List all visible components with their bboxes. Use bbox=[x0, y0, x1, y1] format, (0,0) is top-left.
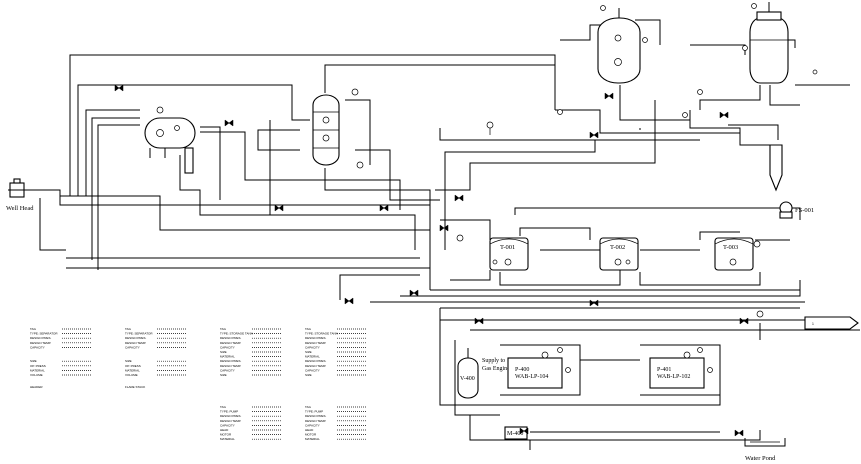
spec-line: OP. PRESS bbox=[125, 364, 141, 368]
vertical-column bbox=[312, 88, 364, 169]
spec-line: VOLUME bbox=[125, 373, 138, 377]
spec-line: HEAD bbox=[220, 428, 229, 432]
spec-line: DESIGN PRES. bbox=[305, 336, 327, 340]
v400-label: V-400 bbox=[460, 376, 475, 382]
pump-skid-p400: P-400 WAB-LP-104 bbox=[507, 347, 571, 389]
spec-line: SIZE bbox=[30, 359, 37, 363]
piping bbox=[20, 19, 860, 450]
upper-vessel-1 bbox=[597, 5, 648, 84]
spec-line: CAPACITY bbox=[220, 345, 235, 349]
tank-t001: T-001 bbox=[489, 237, 529, 271]
spec-line: DESIGN PRES. bbox=[305, 359, 327, 363]
valves bbox=[114, 84, 749, 437]
upper-vessel-2 bbox=[742, 2, 789, 84]
instruments bbox=[456, 69, 818, 318]
well-head: Well Head bbox=[6, 178, 34, 212]
spec-line: DESIGN TEMP. bbox=[305, 364, 326, 368]
spec-line: DESIGN TEMP. bbox=[220, 419, 241, 423]
spec-line: MOTOR bbox=[220, 433, 232, 437]
tank-t002: T-002 bbox=[599, 237, 639, 271]
t001-label: T-001 bbox=[500, 244, 515, 251]
spec-line: TAG bbox=[305, 405, 312, 409]
horizontal-separator bbox=[144, 106, 196, 174]
cone-strainer bbox=[769, 144, 783, 192]
spec-line: CAPACITY bbox=[305, 345, 320, 349]
spec-line: CAPACITY bbox=[305, 423, 320, 427]
spec-line: DESIGN PRES. bbox=[220, 336, 242, 340]
m400-label: M-400 bbox=[507, 431, 523, 437]
spec-line: MATERIAL bbox=[125, 368, 140, 372]
spec-line: CAPACITY bbox=[220, 368, 235, 372]
spec-line: DESIGN TEMP. bbox=[305, 341, 326, 345]
spec-line: DESIGN TEMP. bbox=[220, 341, 241, 345]
water-pond-label: Water Pond bbox=[745, 455, 776, 462]
spec-line: SIZE bbox=[220, 350, 227, 354]
spec-footer: HEADER bbox=[30, 385, 43, 389]
supply-gas-line-1: Supply to bbox=[482, 358, 505, 364]
spec-line: TAG bbox=[220, 327, 227, 331]
spec-line: DESIGN TEMP. bbox=[30, 341, 51, 345]
spec-line: VOLUME bbox=[30, 373, 43, 377]
spec-line: DESIGN TEMP. bbox=[125, 341, 146, 345]
spec-line: TYPE: SEPARATOR bbox=[30, 332, 58, 336]
spec-line: MATERIAL bbox=[305, 355, 320, 359]
spec-line: MATERIAL bbox=[220, 437, 235, 441]
spec-line: SIZE bbox=[125, 359, 132, 363]
water-pond: Water Pond bbox=[744, 438, 786, 462]
meter-m400: M-400 bbox=[504, 426, 528, 440]
spec-line: DESIGN PRES. bbox=[220, 414, 242, 418]
spec-line: TAG bbox=[30, 327, 37, 331]
supply-gas-line-2: Gas Engine bbox=[482, 366, 510, 372]
spec-line: CAPACITY bbox=[220, 423, 235, 427]
spec-line: OP. PRESS bbox=[30, 364, 46, 368]
spec-line: SIZE bbox=[305, 373, 312, 377]
spec-line: TYPE: SEPARATOR bbox=[125, 332, 153, 336]
vessel-v400: V-400 bbox=[457, 348, 479, 399]
p400-label-2: WAB-LP-104 bbox=[515, 374, 548, 380]
spec-line: CAPACITY bbox=[30, 345, 45, 349]
spec-line: TYPE: STORAGE TANK bbox=[220, 332, 253, 336]
spec-line: DESIGN TEMP. bbox=[220, 364, 241, 368]
spec-line: MATERIAL bbox=[30, 368, 45, 372]
spec-line: TAG bbox=[305, 327, 312, 331]
spec-line: SIZE bbox=[220, 373, 227, 377]
fs-001: FS-001 bbox=[779, 201, 814, 219]
spec-line: DESIGN PRES. bbox=[220, 359, 242, 363]
spec-line: CAPACITY bbox=[125, 345, 140, 349]
spec-line: TYPE: PUMP bbox=[305, 410, 323, 414]
spec-line: MATERIAL bbox=[305, 437, 320, 441]
spec-line: DESIGN TEMP. bbox=[305, 419, 326, 423]
t002-label: T-002 bbox=[610, 244, 625, 251]
svg-text:1: 1 bbox=[812, 322, 814, 326]
tank-t003: T-003 bbox=[714, 237, 761, 271]
p401-label-2: WAB-LP-102 bbox=[657, 374, 690, 380]
spec-line: DESIGN PRES. bbox=[30, 336, 52, 340]
spec-line: TYPE: PUMP bbox=[220, 410, 238, 414]
spec-line: TYPE: STORAGE TANK bbox=[305, 332, 338, 336]
p401-label-1: P-401 bbox=[657, 367, 671, 373]
spec-line: DESIGN PRES. bbox=[305, 414, 327, 418]
spec-line: HEAD bbox=[305, 428, 314, 432]
well-head-label: Well Head bbox=[6, 205, 34, 212]
outlet-arrow: 1 bbox=[804, 316, 859, 330]
spec-line: TAG bbox=[125, 327, 132, 331]
fs-001-label: FS-001 bbox=[795, 207, 814, 214]
t003-label: T-003 bbox=[723, 244, 738, 251]
spec-line: DESIGN PRES. bbox=[125, 336, 147, 340]
spec-line: TAG bbox=[220, 405, 227, 409]
p400-label-1: P-400 bbox=[515, 367, 529, 373]
spec-line: MATERIAL bbox=[220, 355, 235, 359]
pump-skid-p401: P-401 WAB-LP-102 bbox=[649, 347, 713, 389]
spec-line: CAPACITY bbox=[305, 368, 320, 372]
spec-footer: FLARE STACK bbox=[125, 385, 145, 389]
spec-line: SIZE bbox=[305, 350, 312, 354]
spec-line: MOTOR bbox=[305, 433, 317, 437]
gas-engine-supply: Supply to Gas Engine bbox=[482, 358, 510, 372]
